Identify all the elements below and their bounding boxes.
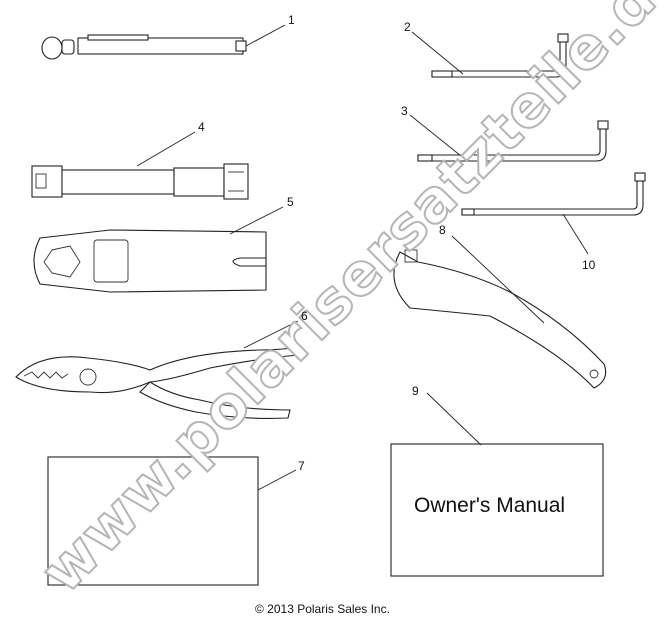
callout-8: 8: [439, 223, 446, 237]
callout-5: 5: [287, 195, 294, 209]
part-8-spanner: [393, 235, 607, 389]
part-9-owners-manual: [390, 392, 604, 577]
manual-title: Owner's Manual: [414, 494, 565, 517]
part-4-socket-tube: [31, 131, 249, 200]
callout-1: 1: [288, 13, 295, 27]
callout-3: 3: [401, 104, 408, 118]
part-10-hex-key: [461, 172, 646, 255]
copyright-text: © 2013 Polaris Sales Inc.: [255, 602, 390, 616]
callout-6: 6: [301, 309, 308, 323]
callout-2: 2: [404, 20, 411, 34]
callout-9: 9: [412, 384, 419, 398]
part-7-sheet: [47, 456, 297, 586]
callout-4: 4: [198, 120, 205, 134]
part-1-screwdriver: [41, 24, 286, 60]
callout-10: 10: [582, 258, 596, 272]
callout-7: 7: [298, 459, 305, 473]
part-5-wrench: [33, 206, 284, 293]
part-2-hex-key: [411, 31, 569, 78]
part-6-pliers: [15, 320, 301, 419]
part-3-hex-key: [409, 114, 609, 162]
